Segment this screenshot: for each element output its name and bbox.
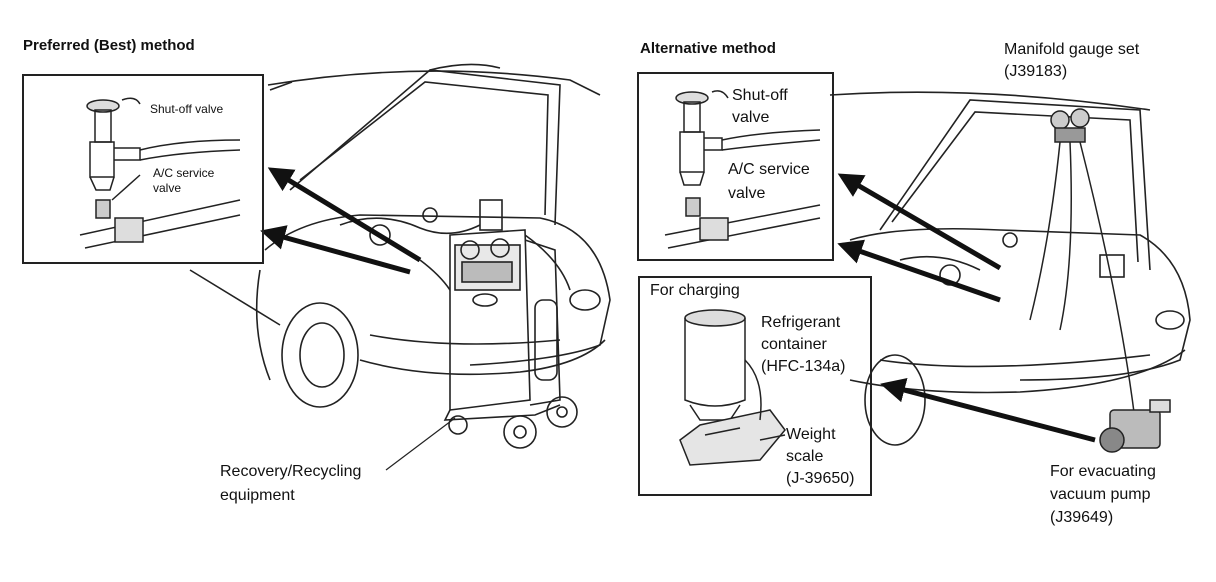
right-service-label-2: valve <box>728 185 766 202</box>
right-heading: Alternative method <box>640 40 776 57</box>
recovery-machine-illustration <box>419 229 578 449</box>
vacuum-label-2: vacuum pump <box>1050 486 1151 503</box>
right-service-label-1: A/C service <box>728 161 810 178</box>
left-service-label-1: A/C service <box>153 166 215 180</box>
manifold-label-2: (J39183) <box>1004 63 1068 80</box>
vacuum-label-1: For evacuating <box>1050 463 1156 480</box>
scale-label-1: Weight <box>786 426 836 443</box>
left-inset-frame <box>22 74 264 264</box>
equipment-leader-line <box>385 417 456 471</box>
left-heading: Preferred (Best) method <box>23 37 195 54</box>
equipment-label-2: equipment <box>220 487 295 504</box>
charging-title: For charging <box>650 282 740 299</box>
left-service-label-2: valve <box>153 181 182 195</box>
charging-inset-frame <box>638 276 872 496</box>
left-inset-valve-drawing <box>79 97 241 249</box>
scale-label-2: scale <box>786 448 824 465</box>
vacuum-pump-illustration <box>1099 399 1171 453</box>
right-shutoff-label-2: valve <box>732 109 770 126</box>
container-label-1: Refrigerant <box>761 314 841 331</box>
refrigerant-container-drawing <box>679 309 786 466</box>
right-shutoff-label-1: Shut-off <box>732 87 788 104</box>
manifold-label-1: Manifold gauge set <box>1004 41 1140 58</box>
left-shutoff-label: Shut-off valve <box>150 102 224 116</box>
container-label-2: container <box>761 336 827 353</box>
left-pointer-arrows <box>260 167 422 275</box>
left-car-illustration <box>189 63 611 408</box>
right-car-illustration <box>829 91 1191 446</box>
scale-label-3: (J-39650) <box>786 470 855 487</box>
container-label-3: (HFC-134a) <box>761 358 846 375</box>
manifold-gauge-illustration <box>1029 108 1136 421</box>
right-inset-frame <box>637 72 834 261</box>
right-pointer-arrows <box>837 173 1096 443</box>
vacuum-label-3: (J39649) <box>1050 509 1114 526</box>
equipment-label-1: Recovery/Recycling <box>220 463 362 480</box>
right-inset-valve-drawing <box>664 90 821 249</box>
